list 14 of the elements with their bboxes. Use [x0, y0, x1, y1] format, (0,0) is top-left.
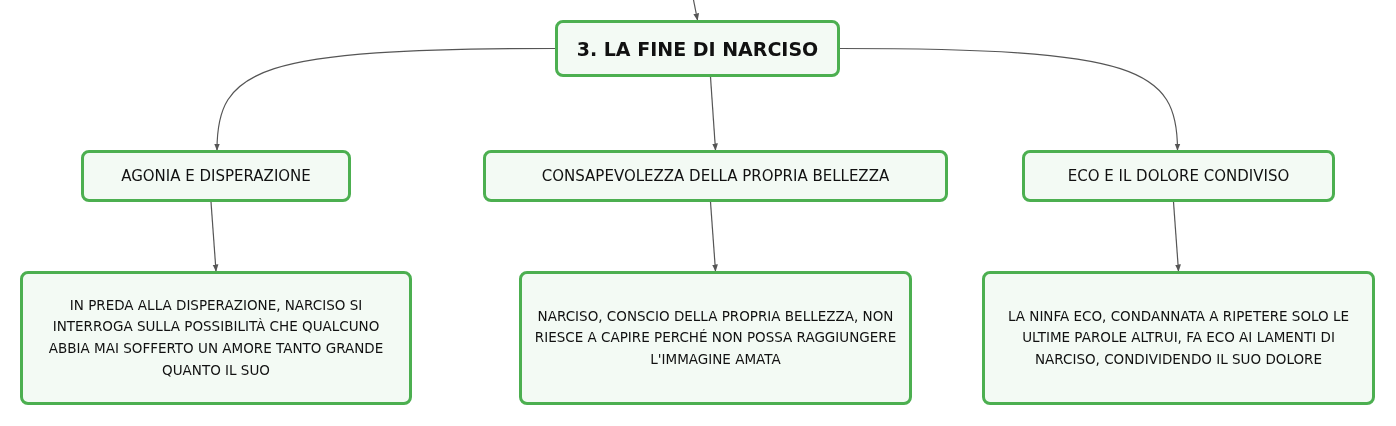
arrow [214, 47, 556, 151]
description-box: NARCISO, CONSCIO DELLA PROPRIA BELLEZZA, NON RIESCE A CAPIRE PERCHÉ NON POSSA RAGGIUNGERE L'IMMAGINE AMATA [519, 271, 912, 405]
topic-box: AGONIA E DISPERAZIONE [81, 150, 351, 202]
topic-box: ECO E IL DOLORE CONDIVISO [1022, 150, 1335, 202]
description-box: IN PREDA ALLA DISPERAZIONE, NARCISO SI INTERROGA SULLA POSSIBILITÀ CHE QUALCUNO ABBIA MAI SOFFERTO UN AMORE TANTO GRANDE QUANTO IL SUO [20, 271, 412, 405]
title-box: 3. LA FINE DI NARCISO [555, 20, 840, 77]
description-box: LA NINFA ECO, CONDANNATA A RIPETERE SOLO LE ULTIME PAROLE ALTRUI, FA ECO AI LAMENTI DI NARCISO, CONDIVIDENDO IL SUO DOLORE [982, 271, 1375, 405]
arrow [709, 201, 718, 272]
arrow [692, 0, 700, 21]
arrow [1172, 201, 1181, 272]
arrow [839, 47, 1181, 151]
arrow [210, 201, 219, 272]
topic-box: CONSAPEVOLEZZA DELLA PROPRIA BELLEZZA [483, 150, 948, 202]
arrow [709, 76, 718, 151]
